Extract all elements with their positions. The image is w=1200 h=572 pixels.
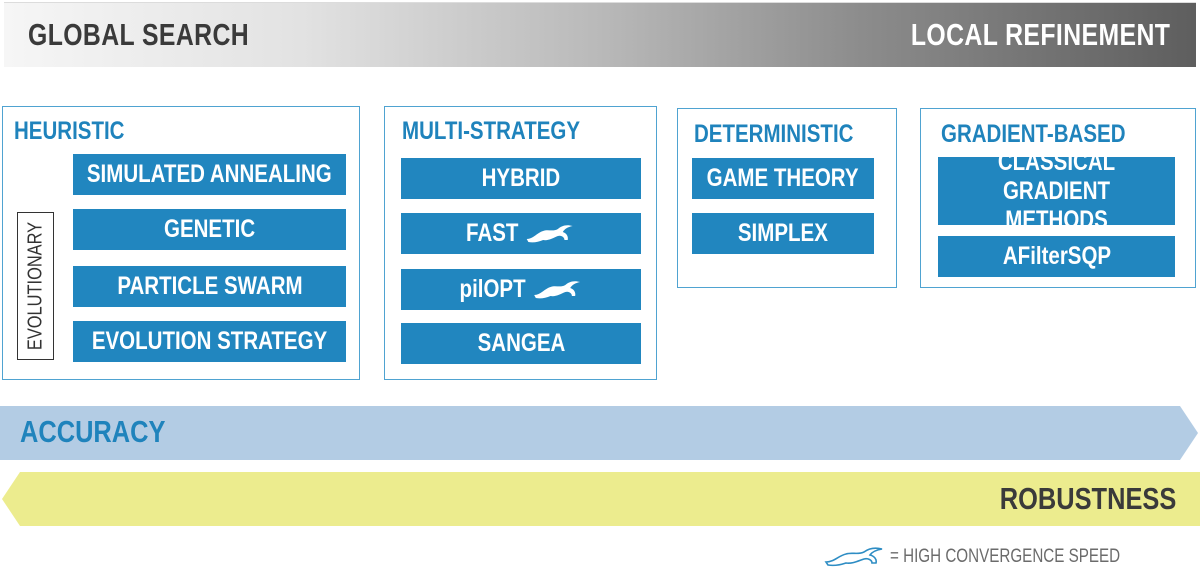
sangea-label: SANGEA [477, 329, 565, 357]
game-theory-label: GAME THEORY [707, 164, 859, 192]
gradient-based-title: GRADIENT-BASED [941, 120, 1126, 148]
global-search-label: GLOBAL SEARCH [28, 17, 250, 52]
pilopt-label: pilOPT [459, 275, 526, 303]
particle-swarm-box: PARTICLE SWARM [73, 266, 346, 307]
classical-gradient-box: CLASSICAL GRADIENT METHODS [938, 148, 1175, 234]
hare-icon [533, 280, 580, 298]
hare-icon [824, 547, 883, 567]
simulated-annealing-box: SIMULATED ANNEALING [73, 154, 346, 195]
simplex-label: SIMPLEX [738, 219, 828, 247]
afiltersqp-box: AFilterSQP [938, 236, 1175, 277]
local-refinement-label: LOCAL REFINEMENT [910, 17, 1170, 52]
accuracy-label: ACCURACY [20, 414, 166, 449]
evolutionary-bracket: EVOLUTIONARY [17, 212, 54, 360]
genetic-box: GENETIC [73, 209, 346, 250]
fast-label-wrap: FAST [466, 219, 576, 248]
legend-text: = HIGH CONVERGENCE SPEED [890, 546, 1121, 567]
genetic-label: GENETIC [163, 215, 256, 243]
robustness-arrow [2, 472, 1200, 526]
hybrid-label: HYBRID [481, 164, 561, 192]
global-local-scale-bar: GLOBAL SEARCH LOCAL REFINEMENT [4, 2, 1196, 67]
heuristic-title: HEURISTIC [14, 117, 125, 145]
pilopt-box: pilOPT [401, 269, 641, 310]
simplex-box: SIMPLEX [692, 213, 874, 254]
robustness-label: ROBUSTNESS [999, 481, 1176, 516]
deterministic-group: DETERMINISTIC GAME THEORY SIMPLEX [677, 108, 897, 288]
multi-strategy-title: MULTI-STRATEGY [402, 117, 581, 145]
accuracy-arrow [0, 406, 1198, 460]
classical-gradient-label: CLASSICAL GRADIENT METHODS [997, 147, 1116, 234]
game-theory-box: GAME THEORY [692, 158, 874, 199]
evolutionary-label: EVOLUTIONARY [24, 221, 46, 351]
afiltersqp-label: AFilterSQP [1002, 242, 1111, 270]
pilopt-label-wrap: pilOPT [459, 275, 582, 304]
evolution-strategy-box: EVOLUTION STRATEGY [73, 321, 346, 362]
fast-box: FAST [401, 213, 641, 254]
simulated-annealing-label: SIMULATED ANNEALING [87, 160, 332, 188]
hare-icon [526, 224, 573, 242]
multi-strategy-group: MULTI-STRATEGY HYBRID FAST pilOPT SANGEA [384, 106, 657, 380]
legend: = HIGH CONVERGENCE SPEED [824, 546, 1178, 568]
particle-swarm-label: PARTICLE SWARM [116, 272, 303, 300]
evolution-strategy-label: EVOLUTION STRATEGY [91, 327, 328, 355]
fast-label: FAST [466, 219, 519, 247]
sangea-box: SANGEA [401, 323, 641, 364]
hybrid-box: HYBRID [401, 158, 641, 199]
gradient-based-group: GRADIENT-BASED CLASSICAL GRADIENT METHOD… [920, 108, 1196, 288]
deterministic-title: DETERMINISTIC [694, 120, 854, 148]
heuristic-group: HEURISTIC SIMULATED ANNEALING GENETIC PA… [2, 106, 360, 380]
